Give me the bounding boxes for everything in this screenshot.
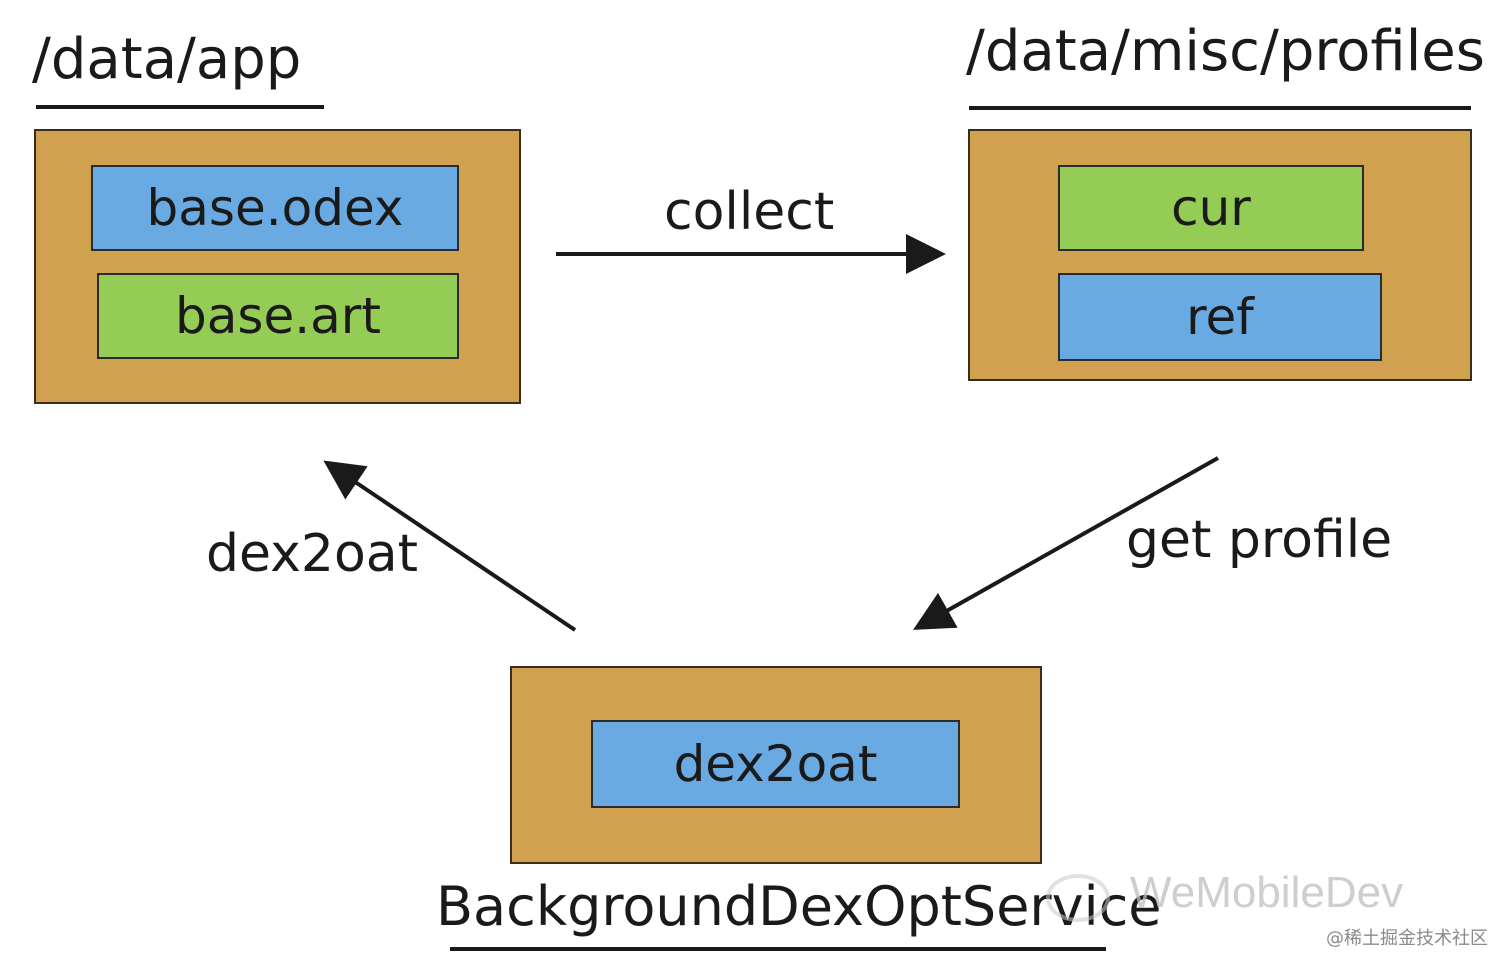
app-dir-underline — [36, 105, 324, 109]
app-dir-heading: /data/app — [32, 27, 302, 92]
service-box: dex2oat — [510, 666, 1042, 864]
base-odex-file: base.odex — [91, 165, 459, 251]
service-underline — [450, 947, 1106, 951]
dex2oat-label: dex2oat — [206, 524, 419, 584]
get-profile-arrow — [913, 456, 1219, 630]
wemobiledev-watermark: WeMobileDev — [1130, 868, 1404, 917]
service-name: BackgroundDexOptService — [436, 875, 1162, 938]
get-profile-label: get profile — [1126, 510, 1393, 570]
juejin-credit: @稀土掘金技术社区 — [1326, 928, 1488, 949]
profiles-dir-underline — [969, 106, 1471, 110]
ref-profile-file: ref — [1058, 273, 1382, 361]
app-dir-box: base.odex base.art — [34, 129, 521, 404]
cur-profile-file: cur — [1058, 165, 1364, 251]
dex2oat-arrow — [323, 460, 577, 632]
dex2oat-tool: dex2oat — [591, 720, 960, 808]
wechat-logo-icon — [1046, 874, 1110, 922]
collect-label: collect — [664, 182, 835, 242]
base-art-file: base.art — [97, 273, 459, 359]
profiles-dir-box: cur ref — [968, 129, 1472, 381]
profiles-dir-heading: /data/misc/profiles — [966, 19, 1485, 84]
